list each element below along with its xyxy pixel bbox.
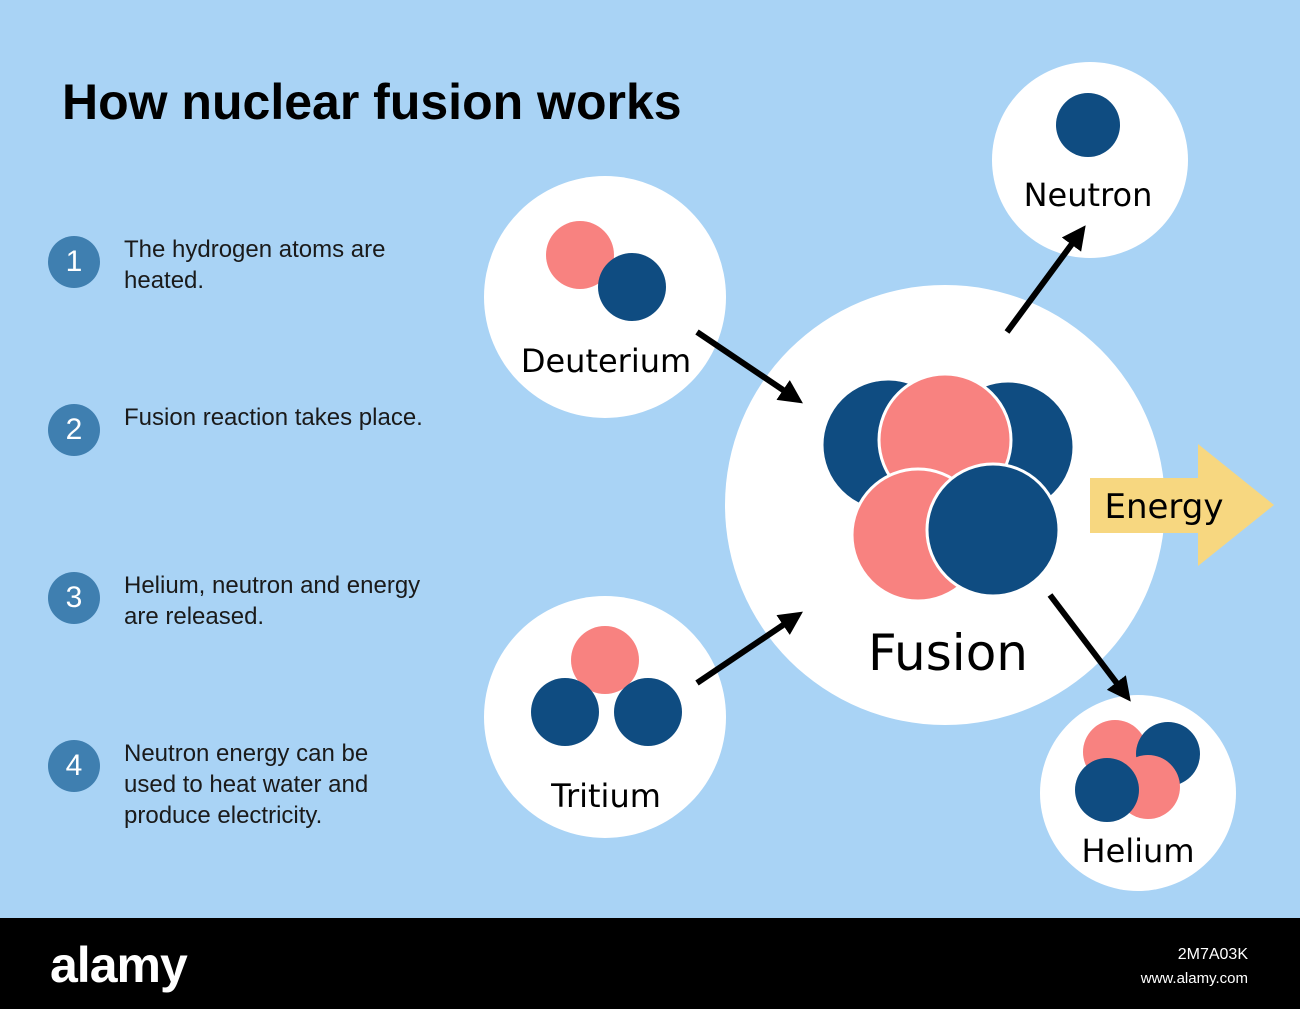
fusion-diagram: Deuterium Tritium Fusion Neutron Helium — [484, 62, 1274, 891]
energy-label: Energy — [1104, 487, 1223, 527]
helium-group: Helium — [1040, 695, 1236, 891]
neutron — [1056, 93, 1120, 157]
neutron — [531, 678, 599, 746]
fusion-to-helium-arrow — [1047, 593, 1131, 702]
step-text: Fusion reaction takes place. — [124, 404, 423, 431]
deuterium-group: Deuterium — [484, 176, 726, 418]
neutron — [614, 678, 682, 746]
step-text: The hydrogen atoms are heated. — [124, 236, 386, 294]
energy-arrow: Energy — [1090, 444, 1274, 566]
proton — [571, 626, 639, 694]
step-number-badge: 1 — [48, 236, 100, 288]
step-number-badge: 3 — [48, 572, 100, 624]
proton — [546, 221, 614, 289]
footer-url: www.alamy.com — [1140, 970, 1248, 987]
neutron — [598, 253, 666, 321]
tritium-label: Tritium — [550, 777, 661, 815]
tritium-to-fusion-arrow — [695, 611, 803, 686]
helium-label: Helium — [1082, 832, 1195, 870]
deuterium-label: Deuterium — [521, 342, 691, 380]
step-text: Helium, neutron and energy are released. — [124, 572, 421, 630]
deuterium-to-fusion-arrow — [695, 329, 803, 404]
footer-bar: alamy 2M7A03K www.alamy.com — [0, 918, 1300, 1009]
page-title: How nuclear fusion works — [62, 74, 682, 130]
tritium-group: Tritium — [484, 596, 726, 838]
neutron-circle — [992, 62, 1188, 258]
image-id: 2M7A03K — [1177, 946, 1248, 963]
step-text: Neutron energy can be used to heat water… — [124, 740, 369, 829]
neutron — [1075, 758, 1139, 822]
neutron-label: Neutron — [1024, 176, 1153, 214]
fusion-label: Fusion — [868, 624, 1028, 682]
tritium-circle — [484, 596, 726, 838]
watermark-logo: alamy — [50, 937, 188, 993]
energy-arrow-shape — [1090, 444, 1274, 566]
neutron-group: Neutron — [992, 62, 1188, 258]
step-number-badge: 2 — [48, 404, 100, 456]
step-number-badge: 4 — [48, 740, 100, 792]
neutron — [925, 462, 1061, 598]
fusion-group: Fusion — [725, 285, 1165, 725]
fusion-to-neutron-arrow — [1004, 225, 1086, 334]
